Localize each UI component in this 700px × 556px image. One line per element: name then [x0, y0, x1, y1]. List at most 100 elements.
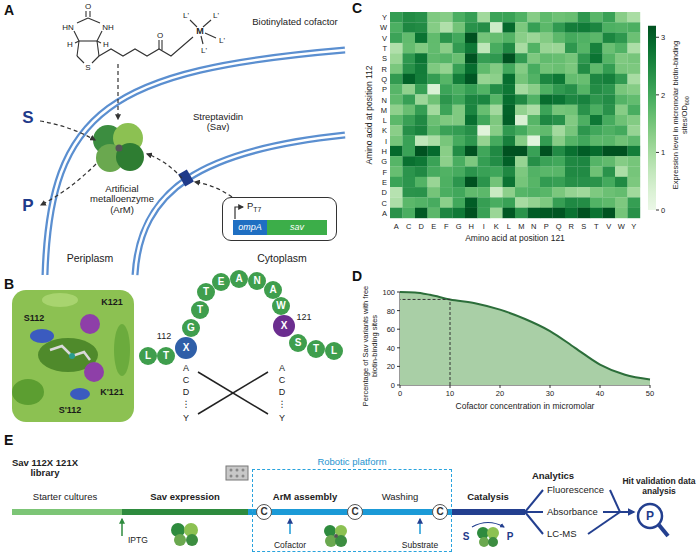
heatmap-cells: [428, 33, 441, 44]
node-text: E: [218, 277, 225, 287]
artificial-metalloenzyme: [93, 123, 144, 172]
text-label: 10: [446, 389, 454, 398]
heatmap-cells: [478, 94, 491, 105]
heatmap-cells: [628, 208, 641, 219]
heatmap-cells: [540, 74, 553, 85]
axis-ticks: [500, 385, 501, 388]
label-text: NH: [102, 23, 114, 32]
plate-icon: [226, 466, 248, 480]
heatmap-cells: [578, 187, 591, 198]
label-text: P: [646, 509, 654, 523]
heatmap-cells: [415, 94, 428, 105]
text-label: L': [201, 46, 207, 55]
heatmap-cells: [403, 208, 416, 219]
label-text: L: [383, 116, 387, 125]
heatmap-cells: [490, 177, 503, 188]
inducer-arrow: [121, 519, 123, 536]
heatmap-cells: [553, 64, 566, 75]
heatmap-cells: [428, 94, 441, 105]
heatmap-cells: [415, 146, 428, 157]
text-label: C: [406, 222, 411, 231]
label-text: Analytics: [532, 470, 574, 481]
heatmap-cells: [503, 84, 516, 95]
label-text: Fluorescence: [547, 484, 604, 495]
chart-axes: [400, 292, 650, 385]
text-label: L': [183, 11, 189, 20]
heatmap-cells: [415, 125, 428, 136]
text-label: Streptavidin (Sav): [182, 112, 254, 133]
axis-ticks: [397, 347, 400, 348]
heatmap-cells: [390, 84, 403, 95]
heatmap-cells: [490, 64, 503, 75]
heatmap-cells: [453, 84, 466, 95]
heatmap-cells: [528, 146, 541, 157]
heatmap-cells: [603, 156, 616, 167]
heatmap-cells: [515, 146, 528, 157]
protein-surface: [84, 362, 104, 382]
heatmap-cells: [528, 125, 541, 136]
heatmap-cells: [440, 187, 453, 198]
plasmid-map: PT7ompAsav: [222, 197, 337, 241]
heatmap-cells: [478, 167, 491, 178]
heatmap-cells: [428, 167, 441, 178]
plate-icon: [242, 475, 245, 478]
heatmap-cells: [553, 136, 566, 147]
label-text: 50: [646, 389, 654, 398]
text-label: M: [196, 26, 204, 36]
heatmap-cells: [390, 94, 403, 105]
cofactor-structure: [158, 40, 159, 49]
heatmap-cells: [565, 115, 578, 126]
heatmap-cells: [403, 146, 416, 157]
heatmap-cells: [428, 146, 441, 157]
text-label: N: [531, 222, 536, 231]
heatmap-cells: [590, 146, 603, 157]
heatmap-cells: [478, 208, 491, 219]
text-label: 121: [296, 312, 311, 322]
heatmap-cells: [465, 187, 478, 198]
heatmap-cells: [490, 125, 503, 136]
text-label: H: [103, 40, 109, 49]
heatmap-cells: [578, 208, 591, 219]
label-text: N: [531, 222, 536, 231]
heatmap-cells: [578, 64, 591, 75]
text-label: 20: [387, 362, 395, 371]
cofactor-structure: [88, 18, 100, 23]
heatmap-cells: [440, 167, 453, 178]
heatmap-cells: [590, 136, 603, 147]
plate-icon: [230, 469, 233, 472]
heatmap-cells: [628, 64, 641, 75]
heatmap-cells: [528, 53, 541, 64]
heatmap-cells: [440, 53, 453, 64]
heatmap-cells: [615, 53, 628, 64]
label-text: S'112: [59, 405, 82, 415]
heatmap-cells: [415, 53, 428, 64]
heatmap-cells: [628, 177, 641, 188]
label-text: H: [382, 147, 387, 156]
heatmap-cells: [453, 22, 466, 33]
heatmap-cells: [590, 105, 603, 116]
label-text: W: [380, 23, 387, 32]
label-text: LC-MS: [547, 528, 577, 539]
label-text: 3: [661, 33, 665, 42]
heatmap-cells: [590, 33, 603, 44]
label-text: G: [381, 157, 387, 166]
protein-surface: [12, 290, 134, 422]
heatmap-cells: [390, 146, 403, 157]
text-label: K: [494, 222, 499, 231]
heatmap-cells: [540, 136, 553, 147]
heatmap-cells: [390, 43, 403, 54]
heatmap-cells: [478, 197, 491, 208]
heatmap-cells: [603, 197, 616, 208]
label-text: Substrate: [402, 540, 438, 550]
heatmap-cells: [453, 105, 466, 116]
magnifier-icon: [638, 504, 662, 528]
heatmap-cells: [615, 197, 628, 208]
heatmap-cells: [478, 12, 491, 23]
heatmap-cells: [415, 74, 428, 85]
heatmap-cells: [528, 105, 541, 116]
transporter: [178, 169, 194, 186]
protein-surface: [12, 379, 44, 405]
heatmap-cells: [540, 64, 553, 75]
heatmap-cells: [390, 53, 403, 64]
amino-acid-circle: L: [139, 347, 157, 365]
